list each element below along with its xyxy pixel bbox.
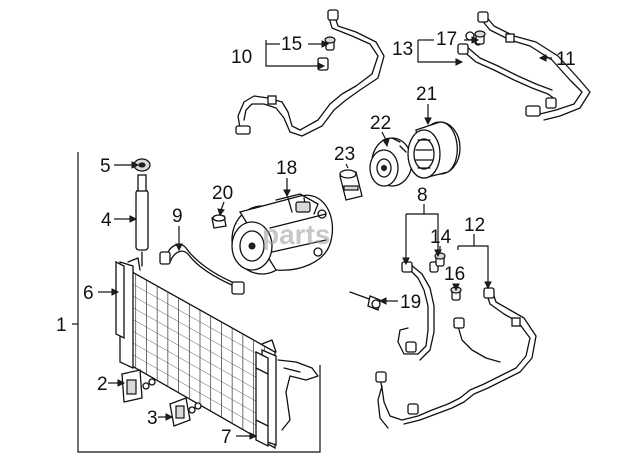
callout-11[interactable]: 11	[556, 49, 576, 70]
fitting-17	[474, 30, 486, 45]
callout-8[interactable]: 8	[417, 185, 428, 206]
callout-14[interactable]: 14	[430, 227, 452, 248]
callout-13[interactable]: 13	[392, 39, 413, 60]
condenser-side-bracket	[277, 359, 319, 431]
liquid-line-12	[375, 287, 537, 429]
callout-15[interactable]: 15	[281, 34, 302, 55]
condenser-tube-line	[124, 326, 276, 413]
condenser-tube-line	[124, 303, 276, 389]
condenser-core	[119, 257, 277, 450]
suction-line-10	[235, 9, 385, 137]
mounting-bracket-2	[121, 369, 156, 403]
callout-10[interactable]: 10	[231, 47, 252, 68]
callout-2[interactable]: 2	[97, 374, 108, 395]
condenser-tube-line	[124, 314, 276, 401]
callout-labels: 1 2 3 4 5 6 7 8 9 10 11 12 13 14 15 16 1…	[56, 29, 576, 448]
callout-21[interactable]: 21	[416, 84, 437, 105]
control-valve	[339, 169, 363, 201]
mounting-bolt	[349, 291, 381, 311]
leader-lines	[98, 36, 552, 440]
receiver-drier	[135, 174, 149, 267]
discharge-hose	[159, 243, 245, 295]
callout-18[interactable]: 18	[276, 158, 297, 179]
callout-9[interactable]: 9	[172, 206, 183, 227]
watermark-text: parts	[262, 219, 330, 250]
condenser-tube-line	[124, 350, 276, 437]
callout-3[interactable]: 3	[147, 408, 158, 429]
callout-22[interactable]: 22	[370, 113, 391, 134]
condenser-tube-line	[124, 291, 276, 377]
liquid-line-8	[397, 261, 439, 361]
callout-5[interactable]: 5	[100, 156, 111, 177]
side-seal-left	[115, 260, 125, 340]
callout-1[interactable]: 1	[56, 315, 67, 336]
callout-7[interactable]: 7	[221, 427, 232, 448]
condenser-assembly-bracket	[72, 152, 321, 453]
callout-17[interactable]: 17	[436, 29, 457, 50]
callout-23[interactable]: 23	[334, 144, 355, 165]
clutch-hub	[407, 121, 461, 179]
callout-19[interactable]: 19	[400, 292, 421, 313]
callout-12[interactable]: 12	[464, 215, 485, 236]
condenser-tube-line	[124, 279, 276, 365]
callout-6[interactable]: 6	[83, 283, 94, 304]
clutch-pulley	[369, 137, 413, 187]
callout-16[interactable]: 16	[444, 264, 465, 285]
callout-4[interactable]: 4	[101, 210, 112, 231]
mounting-bracket-3	[169, 397, 202, 427]
ac-compressor	[231, 193, 334, 275]
condenser-tube-line	[124, 338, 276, 425]
compressor-plug	[211, 214, 227, 229]
side-seal-right	[255, 350, 269, 448]
callout-20[interactable]: 20	[212, 183, 233, 204]
